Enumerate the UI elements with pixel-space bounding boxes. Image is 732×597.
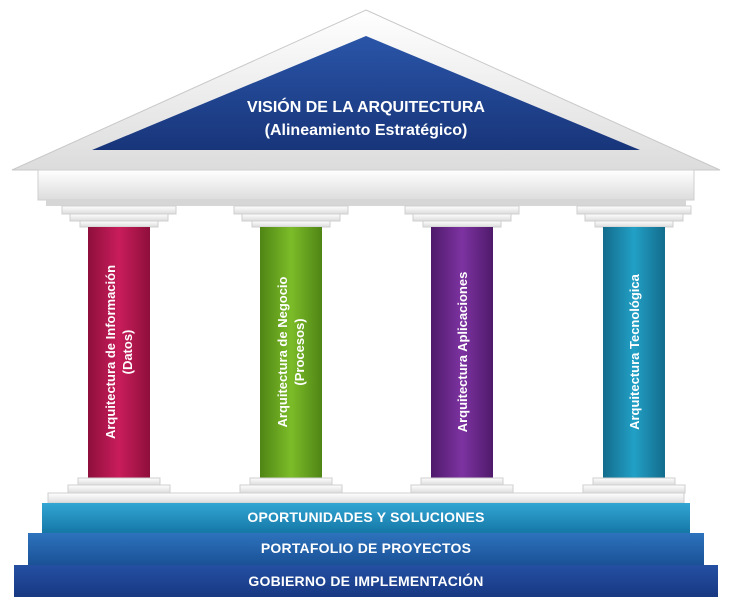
step-oportunidades-bar [42, 503, 690, 533]
base-1-bottom [67, 484, 171, 494]
pediment-inner-triangle [92, 36, 640, 150]
base-3-top [420, 477, 504, 486]
capital-3-top [404, 205, 520, 215]
capital-4-top [576, 205, 692, 215]
pillar-label-informacion: Arquitectura de Información (Datos) [94, 227, 144, 477]
pillar-label-aplicaciones-line1: Arquitectura Aplicaciones [454, 271, 470, 433]
step-label-gobierno: GOBIERNO DE IMPLEMENTACIÓN [248, 573, 484, 589]
pillar-capitals [61, 205, 692, 228]
capital-3-mid [412, 213, 512, 222]
pillar-label-informacion-line2: (Datos) [120, 329, 135, 375]
entablature-shadow [46, 200, 686, 206]
capital-2-mid [241, 213, 341, 222]
base-3-bottom [410, 484, 514, 494]
roof-title: VISIÓN DE LA ARQUITECTURA [247, 99, 485, 116]
pillar-label-negocio-line2: (Procesos) [292, 318, 307, 386]
pillar-label-informacion-line1: Arquitectura de Información [103, 264, 118, 440]
base-4-top [592, 477, 676, 486]
base-4-bottom [582, 484, 686, 494]
foundation-platform [47, 492, 685, 504]
capital-2-top [233, 205, 349, 215]
base-2-top [249, 477, 333, 486]
step-gobierno-bar [14, 565, 718, 597]
step-label-oportunidades: OPORTUNIDADES Y SOLUCIONES [247, 509, 485, 525]
base-2-bottom [239, 484, 343, 494]
pillar-label-negocio: Arquitectura de Negocio (Procesos) [266, 227, 316, 477]
pillar-shaft-aplicaciones [431, 227, 493, 478]
entablature-beam [37, 169, 695, 201]
pillar-bases [67, 477, 686, 494]
base-1-top [77, 477, 161, 486]
pillar-shaft-negocio [260, 227, 322, 478]
entablature [37, 169, 695, 206]
roof-pediment [11, 9, 721, 171]
foundation-steps [14, 492, 718, 597]
pillar-shaft-informacion [88, 227, 150, 478]
pillar-shaft-tecnologica [603, 227, 665, 478]
pillar-label-tecnologica-line1: Arquitectura Tecnológica [626, 274, 642, 430]
step-portafolio-bar [28, 533, 704, 565]
pillar-label-negocio-line1: Arquitectura de Negocio [275, 276, 290, 428]
capital-1-mid [69, 213, 169, 222]
capital-1-top [61, 205, 177, 215]
step-label-portafolio: PORTAFOLIO DE PROYECTOS [260, 540, 472, 556]
capital-4-mid [584, 213, 684, 222]
pillar-label-tecnologica: Arquitectura Tecnológica [609, 227, 659, 477]
pillar-shafts [88, 227, 665, 478]
pillar-label-aplicaciones: Arquitectura Aplicaciones [437, 227, 487, 477]
roof-subtitle: (Alineamiento Estratégico) [264, 122, 468, 139]
